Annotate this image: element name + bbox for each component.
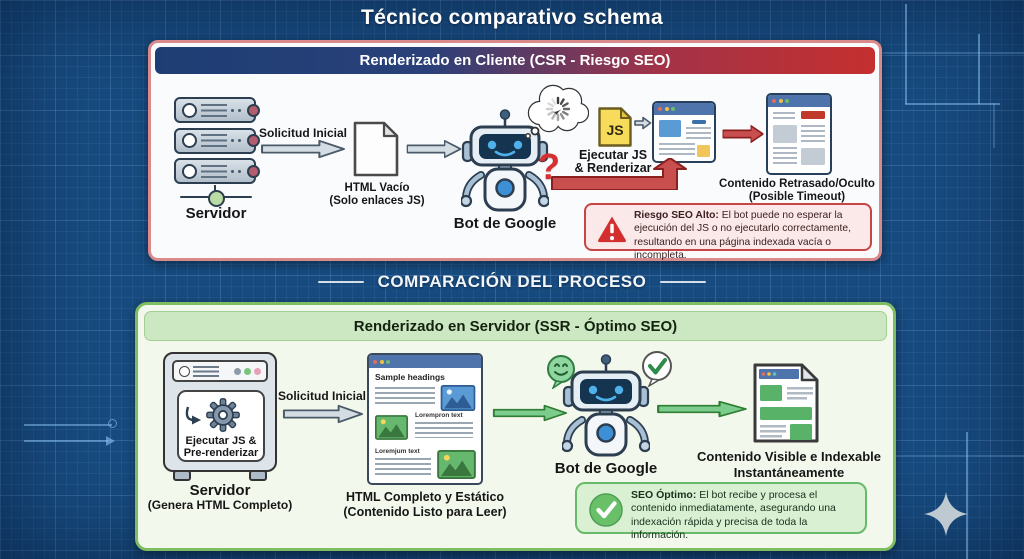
arrow-right-icon	[406, 139, 462, 159]
blueprint-line	[966, 432, 968, 559]
js-badge: JS	[606, 122, 624, 138]
success-text: SEO Óptimo: El bot recibe y procesa el c…	[631, 489, 836, 542]
sparkle-star-icon	[924, 492, 968, 536]
ssr-result-label-line1: Contenido Visible e Indexable	[697, 449, 881, 464]
indexed-content-document-icon	[753, 363, 819, 443]
browser-titlebar	[654, 103, 714, 115]
section-divider: COMPARACIÓN DEL PROCESO	[0, 272, 1024, 292]
browser-window-rendering	[652, 101, 716, 163]
thinking-bubble-spinner-icon	[525, 84, 589, 139]
browser-titlebar	[369, 355, 481, 368]
ssr-bot-label: Bot de Google	[554, 460, 658, 477]
page-title: Técnico comparativo schema	[361, 6, 663, 29]
blueprint-arrow-line	[24, 440, 108, 442]
warning-triangle-icon	[598, 216, 626, 243]
server-network-node	[208, 190, 225, 207]
server-topbar	[172, 360, 268, 382]
gear-icon	[206, 398, 240, 432]
photo-thumbnail-blue	[440, 385, 476, 411]
photo-thumbnail-green	[437, 450, 476, 479]
photo-thumbnail-green	[375, 415, 408, 440]
csr-server-label: Servidor	[185, 205, 247, 222]
blueprint-arrow-line	[24, 424, 112, 426]
caption2: Loremjum text	[375, 448, 420, 455]
seo-risk-warning-box: Riesgo SEO Alto: El bot puede no esperar…	[584, 203, 872, 261]
check-bubble-icon	[642, 351, 672, 387]
check-circle-icon	[589, 493, 623, 527]
full-html-label-line1: HTML Completo y Estático	[345, 490, 505, 504]
ssr-server-label-line2: (Genera HTML Completo)	[147, 498, 293, 512]
ssr-server-label-line1: Servidor	[189, 482, 251, 499]
arrow-right-green-icon	[492, 404, 568, 422]
csr-request-label: Solicitud Inicial	[258, 126, 347, 140]
blueprint-arrow-hook	[108, 419, 117, 428]
arrow-right-icon	[282, 404, 364, 424]
js-step-label-line2: & Renderizar	[574, 161, 652, 175]
server-stack-icon	[174, 97, 260, 189]
divider-label: COMPARACIÓN DEL PROCESO	[377, 272, 647, 291]
caption1: Lorempron text	[415, 412, 463, 419]
divider-line	[317, 280, 364, 284]
empty-html-label-line1: HTML Vacío	[344, 182, 410, 194]
arrow-right-icon	[261, 139, 345, 159]
curved-arrow-icon	[185, 406, 201, 425]
blueprint-line	[893, 455, 1024, 457]
csr-panel-header: Renderizado en Cliente (CSR - Riesgo SEO…	[155, 47, 875, 74]
full-html-window: Sample headings Lorempron text Loremjum …	[367, 353, 483, 485]
ssr-server-box-line1: Ejecutar JS &	[185, 435, 257, 447]
blueprint-arrowhead	[106, 436, 115, 446]
small-arrow-right-icon	[634, 116, 652, 130]
empty-html-document-icon	[353, 121, 399, 177]
server-network-stem	[213, 185, 216, 194]
arrow-right-green-icon	[657, 400, 747, 418]
server-foot	[249, 470, 267, 481]
csr-bot-label: Bot de Google	[453, 215, 557, 232]
csr-result-label-line2: (Posible Timeout)	[748, 191, 846, 203]
browser-titlebar	[768, 95, 830, 107]
warning-text: Riesgo SEO Alto: El bot puede no esperar…	[634, 210, 851, 262]
full-html-label-line2: (Contenido Listo para Leer)	[343, 505, 507, 519]
ssr-server-icon: Ejecutar JS & Pre-renderizar	[163, 352, 277, 472]
ssr-result-label-line2: Instantáneamente	[733, 465, 845, 480]
ssr-server-box-line2: Pre-renderizar	[183, 447, 259, 459]
arrow-right-red-icon	[722, 124, 764, 144]
prerender-bubble: Ejecutar JS & Pre-renderizar	[177, 390, 265, 462]
blueprint-line	[905, 103, 1000, 105]
server-foot	[173, 470, 191, 481]
ssr-request-label: Solicitud Inicial	[277, 389, 366, 403]
empty-html-label-line2: (Solo enlaces JS)	[329, 195, 425, 207]
success-title: SEO Óptimo:	[631, 489, 697, 501]
seo-success-box: SEO Óptimo: El bot recibe y procesa el c…	[575, 482, 867, 541]
happy-face-bubble-icon	[547, 355, 575, 389]
ssr-panel-header: Renderizado en Servidor (SSR - Óptimo SE…	[144, 311, 887, 341]
divider-line	[660, 280, 707, 284]
blueprint-line	[978, 34, 980, 104]
csr-result-label-line1: Contenido Retrasado/Oculto	[719, 178, 875, 190]
blueprint-line	[993, 103, 995, 148]
js-step-label-line1: Ejecutar JS	[578, 148, 648, 162]
sample-heading: Sample headings	[375, 372, 445, 382]
warning-title: Riesgo SEO Alto:	[634, 210, 719, 221]
browser-window-delayed	[766, 93, 832, 175]
js-file-icon	[598, 107, 632, 147]
blueprint-line	[905, 4, 907, 104]
delayed-render-elbow-arrow	[551, 158, 687, 190]
